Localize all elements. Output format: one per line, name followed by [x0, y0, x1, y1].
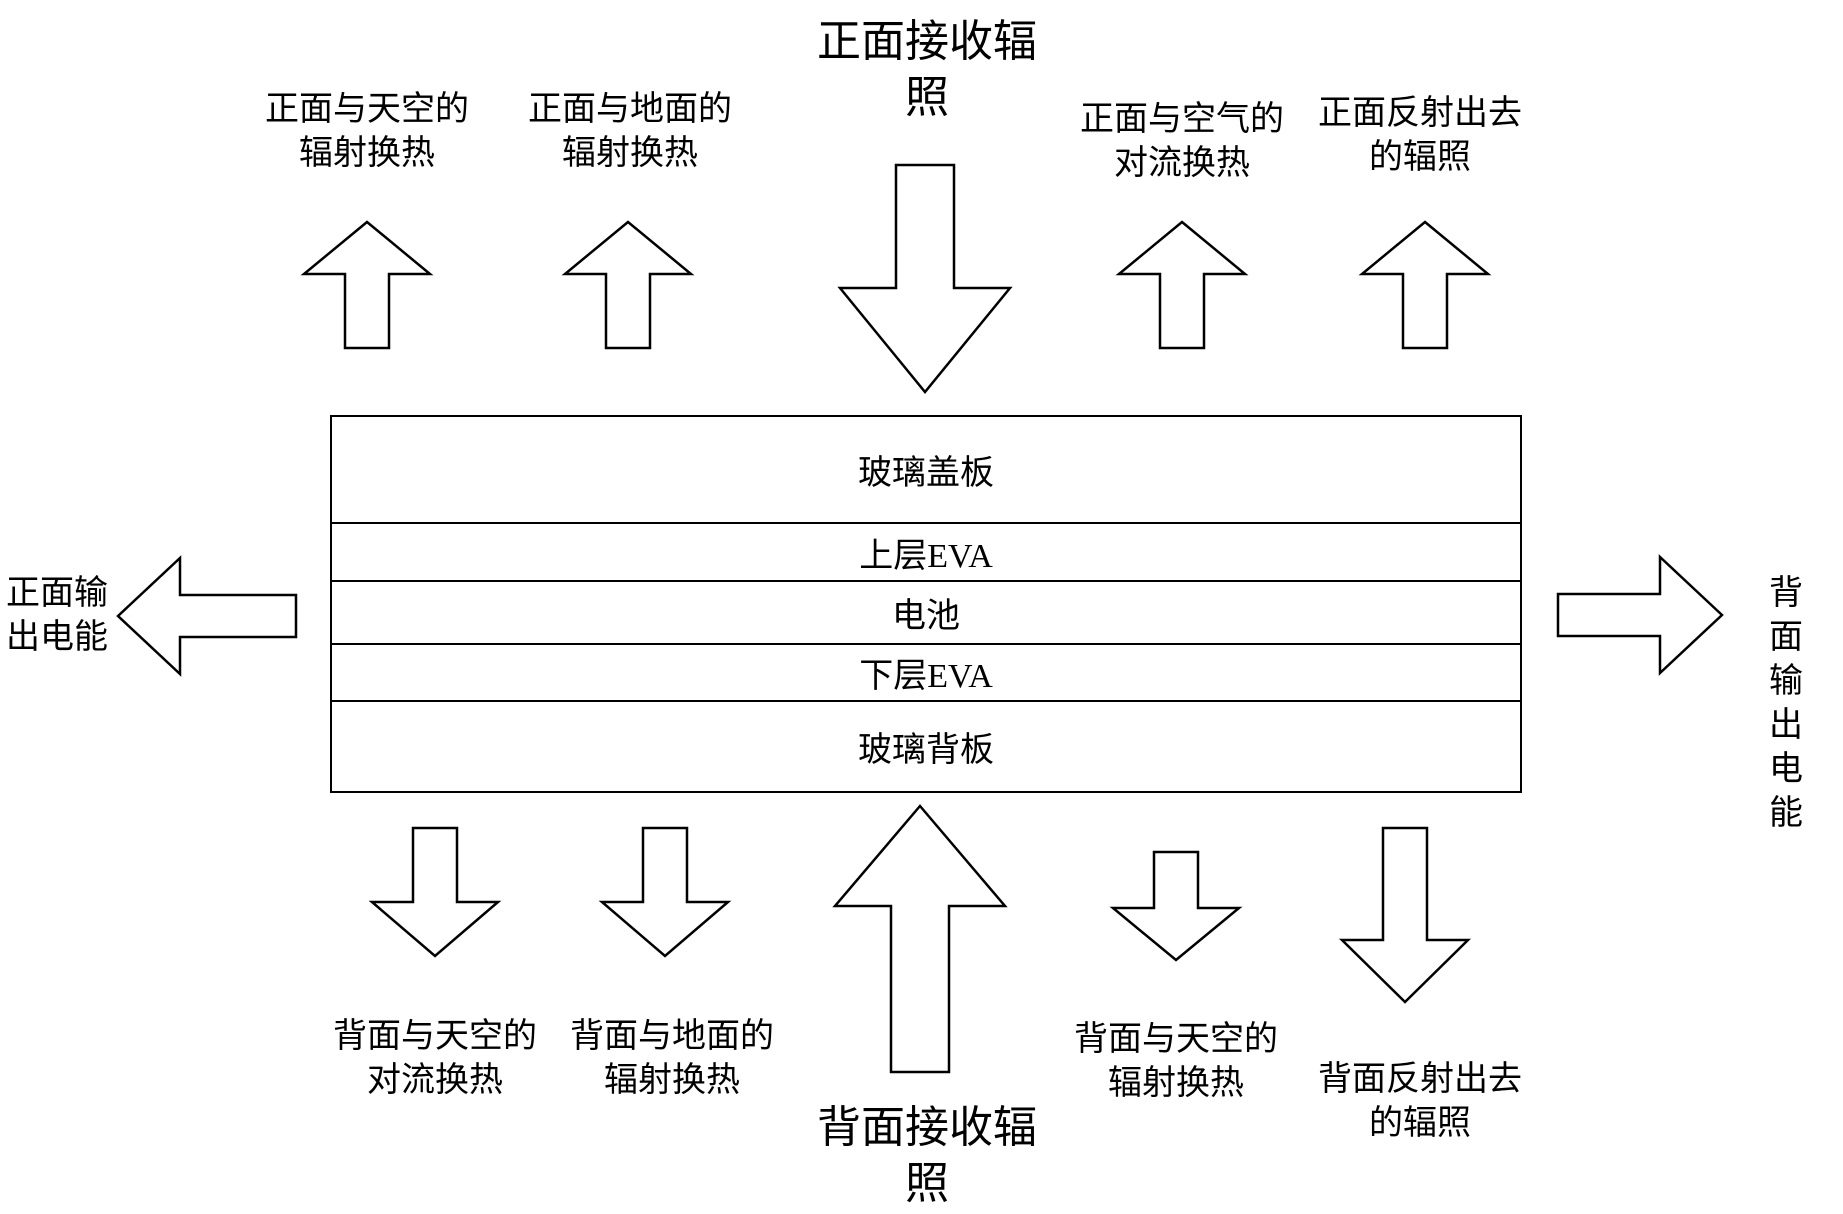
back-sky-radiation-label: 背面与天空的 辐射换热 [1074, 1021, 1278, 1102]
layer-glass-cover-label: 玻璃盖板 [858, 455, 994, 492]
front-irradiation-label: 正面接收辐 照 [817, 17, 1037, 122]
back-sky-radiation-arrow [1109, 850, 1243, 962]
layer-glass-backsheet: 玻璃背板 [332, 700, 1520, 791]
front-ground-radiation-label: 正面与地面的 辐射换热 [528, 91, 732, 172]
layer-upper-eva-label: 上层EVA [859, 537, 993, 575]
back-sky-convection-arrow [368, 826, 502, 958]
front-reflection-label: 正面反射出去 的辐照 [1318, 95, 1522, 176]
back-ground-radiation-arrow [598, 826, 732, 958]
front-power-output-label: 正面输 出电能 [6, 575, 108, 656]
layer-lower-eva: 下层EVA [332, 643, 1520, 700]
back-ground-radiation-label: 背面与地面的 辐射换热 [570, 1018, 774, 1099]
layer-cell: 电池 [332, 580, 1520, 643]
back-reflection-arrow [1338, 826, 1472, 1004]
front-irradiation-arrow [837, 163, 1013, 394]
back-reflection-label: 背面反射出去 的辐照 [1318, 1061, 1522, 1142]
back-power-output-label: 背面输 出电能 [1769, 575, 1803, 832]
layer-upper-eva: 上层EVA [332, 522, 1520, 580]
front-air-convection-label: 正面与空气的 对流换热 [1080, 101, 1284, 182]
front-sky-radiation-arrow [300, 220, 434, 350]
front-reflection-arrow [1358, 220, 1492, 350]
layer-cell-label: 电池 [892, 598, 960, 635]
front-sky-radiation-label: 正面与天空的 辐射换热 [265, 91, 469, 172]
layer-glass-cover: 玻璃盖板 [332, 417, 1520, 522]
front-ground-radiation-arrow [561, 220, 695, 350]
layer-lower-eva-label: 下层EVA [859, 658, 993, 695]
back-power-arrow [1556, 554, 1724, 676]
front-power-arrow [116, 555, 298, 677]
back-sky-convection-label: 背面与天空的 对流换热 [333, 1018, 537, 1099]
back-irradiation-label: 背面接收辐 照 [817, 1103, 1037, 1208]
layer-glass-backsheet-label: 玻璃背板 [858, 732, 994, 769]
front-air-convection-arrow [1115, 220, 1249, 350]
pv-module-stack: 玻璃盖板 上层EVA 电池 下层EVA 玻璃背板 [330, 415, 1522, 793]
back-irradiation-arrow [832, 804, 1008, 1074]
